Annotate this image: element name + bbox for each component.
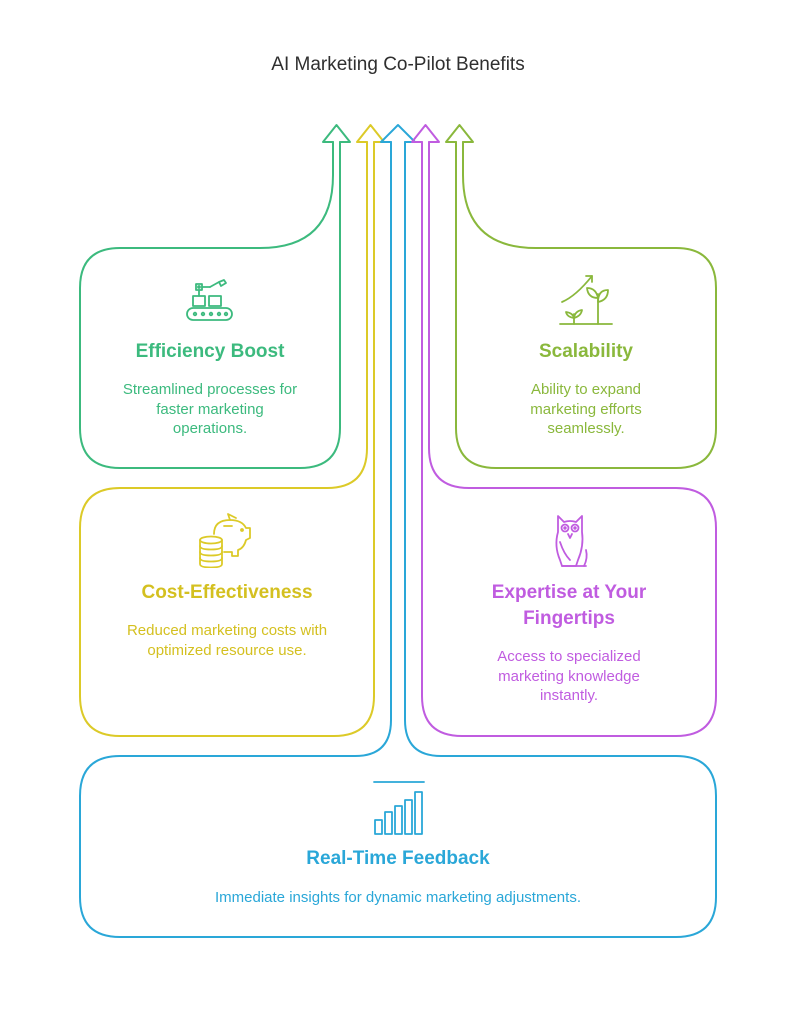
cost-arrowhead (356, 124, 385, 143)
efficiency-desc-line: faster marketing (156, 400, 264, 418)
expertise-heading-line: Fingertips (523, 608, 615, 629)
scalability-heading: Scalability (539, 341, 633, 362)
growing-plants-icon (559, 275, 613, 325)
efficiency-card-outline (79, 141, 341, 469)
owl-icon (555, 515, 588, 567)
scalability-description: Ability to expand marketing efforts seam… (456, 380, 716, 439)
efficiency-arrowhead (322, 124, 351, 143)
expertise-card-outline (421, 141, 717, 737)
cost-desc-line: Reduced marketing costs with (126, 622, 328, 639)
feedback-heading: Real-Time Feedback (306, 848, 490, 869)
efficiency-desc-line: operations. (172, 420, 248, 437)
cost-desc-line: optimized resource use. (147, 641, 307, 659)
scalability-desc-line: marketing efforts (530, 400, 642, 418)
efficiency-desc-line: Streamlined processes for (122, 381, 298, 398)
piggy-bank-coins-icon (199, 513, 251, 568)
feedback-description: Immediate insights for dynamic marketing… (80, 888, 716, 908)
scalability-arrowhead (445, 124, 474, 143)
efficiency-description: Streamlined processes for faster marketi… (80, 380, 340, 439)
expertise-desc-line: marketing knowledge (498, 667, 640, 685)
conveyor-robot-arm-icon (186, 279, 233, 321)
feedback-card-outline (79, 141, 717, 938)
expertise-heading: Expertise at Your Fingertips (422, 580, 716, 632)
feedback-arrowhead (380, 124, 416, 143)
expertise-description: Access to specialized marketing knowledg… (422, 647, 716, 706)
scalability-desc-line: Ability to expand (530, 381, 642, 398)
scalability-desc-line: seamlessly. (547, 420, 625, 437)
expertise-heading-line: Expertise at Your (491, 582, 647, 603)
cost-heading: Cost-Effectiveness (141, 582, 313, 603)
expertise-arrowhead (411, 124, 440, 143)
page-title: AI Marketing Co-Pilot Benefits (271, 54, 525, 75)
efficiency-heading: Efficiency Boost (135, 341, 285, 362)
scalability-card-outline (455, 141, 717, 469)
feedback-desc-line: Immediate insights for dynamic marketing… (215, 889, 581, 906)
expertise-desc-line: Access to specialized (497, 648, 641, 665)
expertise-desc-line: instantly. (539, 687, 599, 704)
cost-description: Reduced marketing costs with optimized r… (80, 621, 374, 660)
bar-chart-icon (373, 781, 425, 835)
cost-card-outline (79, 141, 375, 737)
